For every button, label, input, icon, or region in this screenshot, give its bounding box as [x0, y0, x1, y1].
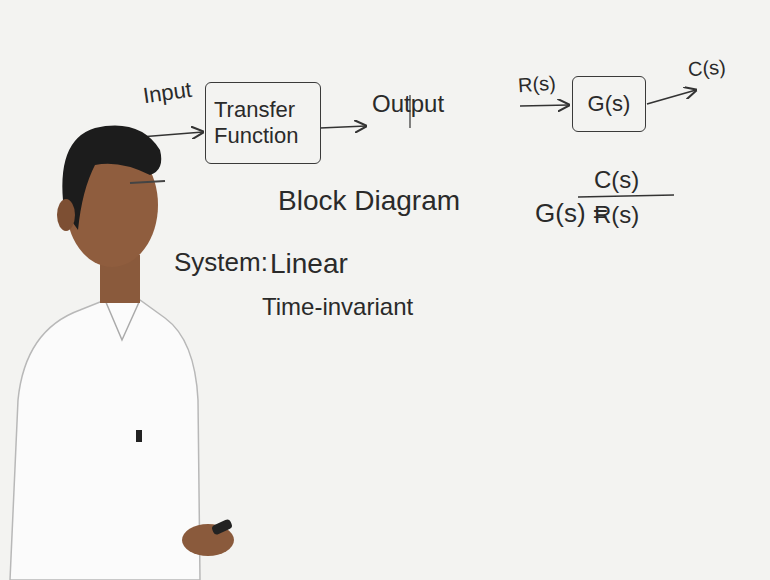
glasses — [130, 181, 165, 183]
board-text: R(s) — [594, 201, 639, 230]
input-arrow — [140, 132, 203, 137]
input-arrow — [520, 105, 569, 106]
collar — [105, 300, 140, 340]
microphone — [136, 430, 142, 442]
output-arrow — [320, 126, 366, 128]
fraction-bar — [578, 195, 674, 197]
board-text: Output — [372, 90, 444, 119]
output-arrow — [647, 90, 696, 104]
shirt — [10, 300, 200, 580]
box-label: G(s) — [588, 91, 631, 117]
remote — [211, 518, 233, 536]
board-text: System: — [174, 247, 268, 278]
process-box: G(s) — [572, 76, 646, 132]
board-text: R(s) — [517, 71, 556, 98]
board-text: Linear — [270, 247, 348, 281]
process-box: Transfer Function — [205, 82, 321, 164]
board-text: C(s) — [687, 55, 726, 82]
board-text: C(s) — [594, 166, 639, 195]
board-text: Block Diagram — [278, 184, 460, 218]
lecturer-figure — [10, 126, 234, 580]
ear — [57, 199, 75, 231]
box-label: Transfer Function — [214, 97, 312, 150]
hair — [62, 126, 161, 230]
board-text: Time-invariant — [262, 293, 413, 322]
